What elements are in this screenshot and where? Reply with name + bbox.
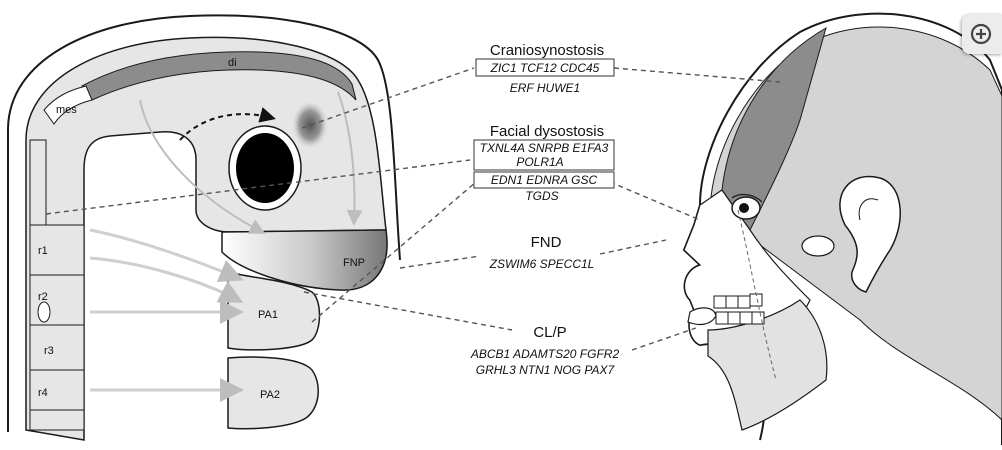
craniosynostosis-boxed-genes: ZIC1 TCF12 CDC45 (490, 61, 600, 75)
label-r4: r4 (38, 387, 48, 399)
facial-dysostosis-boxed-genes-a1: TXNL4A SNRPB E1FA3 (480, 141, 609, 155)
zoom-in-icon (970, 23, 992, 45)
label-r1: r1 (38, 245, 48, 257)
label-r3: r3 (44, 345, 54, 357)
clp-heading: CL/P (533, 324, 566, 341)
facial-dysostosis-genes: TGDS (525, 189, 558, 203)
zoom-in-button[interactable] (962, 14, 1002, 54)
facial-dysostosis-boxed-genes-b: EDN1 EDNRA GSC (491, 173, 598, 187)
facial-dysostosis-group: Facial dysostosis TXNL4A SNRPB E1FA3 POL… (474, 123, 614, 203)
clp-genes-line1: ABCB1 ADAMTS20 FGFR2 (470, 347, 620, 361)
fnd-genes: ZSWIM6 SPECC1L (489, 257, 595, 271)
label-mes: mes (56, 104, 77, 116)
label-fnp: FNP (343, 257, 365, 269)
craniosynostosis-heading: Craniosynostosis (490, 42, 604, 59)
signaling-center (292, 101, 328, 149)
fnd-heading: FND (531, 234, 562, 251)
label-pa1: PA1 (258, 309, 278, 321)
craniosynostosis-group: Craniosynostosis ZIC1 TCF12 CDC45 ERF HU… (476, 42, 614, 95)
clp-genes-line2: GRHL3 NTN1 NOG PAX7 (476, 363, 616, 377)
fnd-group: FND ZSWIM6 SPECC1L (489, 234, 595, 271)
facial-dysostosis-boxed-genes-a2: POLR1A (516, 155, 563, 169)
label-r2: r2 (38, 291, 48, 303)
zygomatic (802, 236, 834, 256)
craniosynostosis-genes: ERF HUWE1 (510, 81, 580, 95)
eye-lens (236, 133, 294, 203)
label-pa2: PA2 (260, 389, 280, 401)
clp-group: CL/P ABCB1 ADAMTS20 FGFR2 GRHL3 NTN1 NOG… (470, 324, 620, 377)
embryo-schematic: di mes FNP PA1 PA2 r1 r2 r3 r4 (8, 15, 400, 440)
label-di: di (228, 57, 237, 69)
facial-dysostosis-heading: Facial dysostosis (490, 123, 604, 140)
